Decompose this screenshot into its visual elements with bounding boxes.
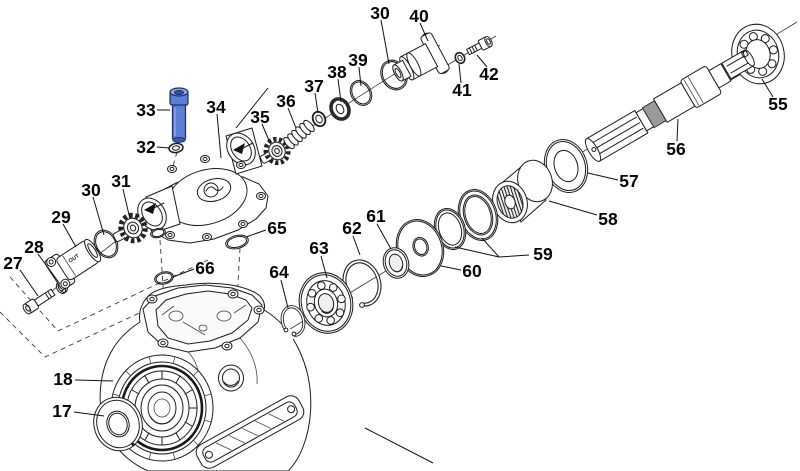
label-66[interactable]: 66	[195, 258, 215, 278]
front-ring-ticks	[112, 356, 212, 460]
label-39[interactable]: 39	[348, 50, 368, 70]
label-57[interactable]: 57	[619, 171, 638, 191]
label-29[interactable]: 29	[51, 207, 71, 227]
part-41-washer[interactable]	[453, 51, 466, 65]
flow-arrow-top	[233, 142, 254, 154]
label-64[interactable]: 64	[269, 262, 289, 282]
label-35[interactable]: 35	[250, 107, 270, 127]
part-58-needle-bearing[interactable]	[487, 156, 557, 227]
housing-bottom-plate	[195, 395, 305, 469]
housing-side-boss	[218, 364, 244, 392]
part-31-gear-left[interactable]	[108, 211, 149, 249]
label-40[interactable]: 40	[409, 6, 429, 26]
flow-arrow-left	[144, 202, 165, 214]
leader-lines	[19, 19, 774, 464]
label-60[interactable]: 60	[462, 261, 482, 281]
part-65-oring[interactable]	[224, 233, 249, 251]
label-30-top[interactable]: 30	[370, 3, 390, 23]
label-28[interactable]: 28	[24, 237, 44, 257]
part-36-spring[interactable]	[282, 119, 316, 151]
part-63-bearing[interactable]	[293, 267, 360, 340]
part-57-washer[interactable]	[538, 134, 595, 198]
part-29-outlet-fitting[interactable]: OUT	[44, 233, 106, 290]
label-55[interactable]: 55	[768, 94, 788, 114]
cover-top-port	[225, 127, 263, 175]
part-33-bolt-highlighted[interactable]	[169, 87, 189, 143]
label-17[interactable]: 17	[52, 401, 71, 421]
label-42[interactable]: 42	[479, 64, 499, 84]
label-62[interactable]: 62	[342, 218, 362, 238]
shaft-spline-tip	[721, 49, 755, 80]
label-32[interactable]: 32	[136, 137, 156, 157]
label-56[interactable]: 56	[666, 139, 686, 159]
label-38[interactable]: 38	[327, 62, 347, 82]
part-39-oring[interactable]	[346, 77, 376, 109]
part-55-bearing[interactable]	[725, 18, 791, 89]
part-17-seal-ring[interactable]	[87, 391, 149, 457]
part-37-washer[interactable]	[310, 110, 328, 129]
label-34[interactable]: 34	[206, 97, 226, 117]
label-63[interactable]: 63	[309, 238, 329, 258]
bearing-balls	[306, 281, 346, 325]
label-27[interactable]: 27	[3, 253, 22, 273]
label-58[interactable]: 58	[598, 209, 618, 229]
housing-top-flange	[142, 284, 265, 353]
part-35-gear[interactable]	[255, 135, 292, 170]
flange-bolt-bosses	[146, 289, 265, 351]
part-64-snap-ring[interactable]	[279, 304, 307, 342]
label-61[interactable]: 61	[366, 206, 386, 226]
label-65[interactable]: 65	[267, 218, 287, 238]
part-18-housing[interactable]	[99, 282, 312, 471]
part-40-valve-fitting[interactable]	[385, 31, 451, 94]
part-32-washer[interactable]	[168, 142, 184, 154]
label-31-left[interactable]: 31	[111, 171, 131, 191]
part-34-cover[interactable]	[132, 127, 269, 244]
part-38-seal-ring[interactable]	[328, 96, 353, 123]
label-37[interactable]: 37	[304, 76, 323, 96]
label-36[interactable]: 36	[276, 91, 296, 111]
label-18[interactable]: 18	[53, 369, 73, 389]
label-30-left[interactable]: 30	[81, 180, 101, 200]
cover-emblem	[196, 177, 232, 203]
part-labels: 27 28 29 30 31 32 33 34 35 36 37 38 39 3…	[3, 3, 788, 421]
part-61-bushing[interactable]	[379, 244, 412, 281]
part-42-bolt[interactable]	[466, 35, 494, 57]
label-59[interactable]: 59	[533, 244, 553, 264]
label-41[interactable]: 41	[452, 80, 472, 100]
part-27-bolt[interactable]	[21, 288, 56, 316]
out-marking: OUT	[68, 253, 82, 265]
cover-bolt-bosses	[165, 155, 266, 241]
label-33[interactable]: 33	[136, 100, 156, 120]
part-66-oring[interactable]	[153, 270, 174, 286]
